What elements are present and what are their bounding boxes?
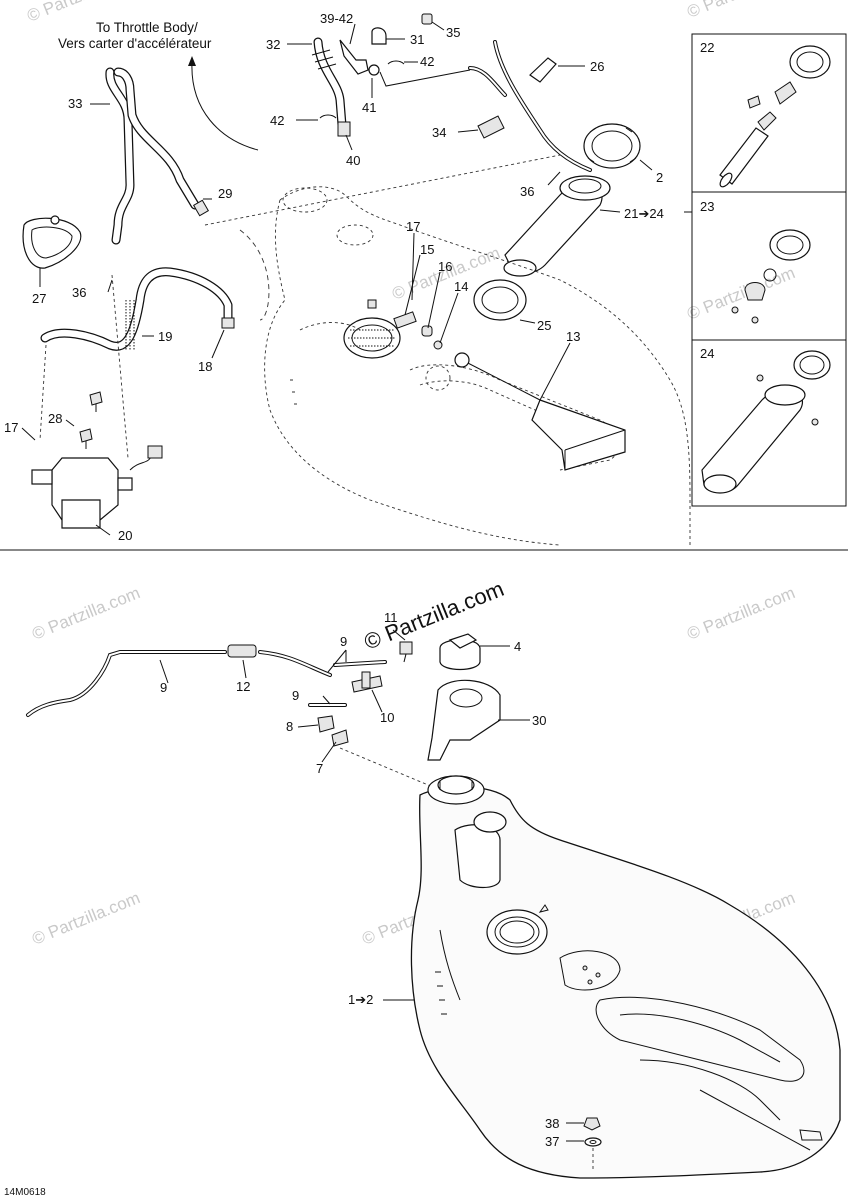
inset-23-filter-seal xyxy=(731,229,811,324)
assembly-line xyxy=(39,344,47,441)
assembly-line xyxy=(339,747,441,791)
part-20-solenoid xyxy=(31,445,163,529)
part-11-fitting xyxy=(399,641,413,663)
drawing-code: 14M0618 xyxy=(4,1187,46,1198)
callout-34: 34 xyxy=(432,125,446,140)
callout-42: 42 xyxy=(270,113,284,128)
part-27-bracket xyxy=(22,215,82,269)
callout-42: 42 xyxy=(420,54,434,69)
callout-15: 15 xyxy=(420,242,434,257)
part-35-cap xyxy=(421,13,433,25)
callout-32: 32 xyxy=(266,37,280,52)
watermark-text: © Partzilla.com xyxy=(684,263,797,324)
part-28-bolts xyxy=(79,391,103,449)
callout-30: 30 xyxy=(532,713,546,728)
callout-8: 8 xyxy=(286,719,293,734)
fuel-tank-main xyxy=(410,775,841,1179)
part-38-nut xyxy=(583,1117,601,1131)
callout-14: 14 xyxy=(454,279,468,294)
callout-17: 17 xyxy=(4,420,18,435)
callout-33: 33 xyxy=(68,96,82,111)
inset-24-pump-tube xyxy=(701,350,831,494)
part-25-seal xyxy=(473,279,527,321)
callout-9: 9 xyxy=(340,634,347,649)
watermark-text: © Partzilla.com xyxy=(684,583,797,644)
center-watermark: © Partzilla.com xyxy=(361,576,508,655)
arrow-head-icon xyxy=(188,56,196,66)
callout-21-24: 21➔24 xyxy=(624,206,664,221)
callout-28: 28 xyxy=(48,411,62,426)
callout-39-42: 39-42 xyxy=(320,11,353,26)
part-8-elbow xyxy=(317,715,335,733)
callout-22: 22 xyxy=(700,40,714,55)
callout-24: 24 xyxy=(700,346,714,361)
throttle-body-note: To Throttle Body/ Vers carter d'accéléra… xyxy=(58,20,259,151)
part-31-clamp xyxy=(371,27,387,45)
callout-26: 26 xyxy=(590,59,604,74)
callout-2: 2 xyxy=(656,170,663,185)
callout-17: 17 xyxy=(406,219,420,234)
callout-36: 36 xyxy=(72,285,86,300)
inset-22-fuel-pump xyxy=(719,45,831,188)
part-2-lock-ring xyxy=(583,123,641,169)
callout-7: 7 xyxy=(316,761,323,776)
hose-26 xyxy=(468,40,592,172)
part-30-cap-bracket xyxy=(427,679,501,761)
callout-41: 41 xyxy=(362,100,376,115)
callout-37: 37 xyxy=(545,1134,559,1149)
callout-38: 38 xyxy=(545,1116,559,1131)
callout-16: 16 xyxy=(438,259,452,274)
callout-31: 31 xyxy=(410,32,424,47)
callout-11: 11 xyxy=(384,610,398,625)
callout-36: 36 xyxy=(520,184,534,199)
throttle-note-line2: Vers carter d'accélérateur xyxy=(58,36,212,51)
part-42-clip xyxy=(319,60,405,119)
watermark-layer: © Partzilla.com © Partzilla.com © Partzi… xyxy=(24,0,797,949)
hose-9-long xyxy=(26,650,387,717)
callout-12: 12 xyxy=(236,679,250,694)
callout-27: 27 xyxy=(32,291,46,306)
callout-40: 40 xyxy=(346,153,360,168)
assembly-line xyxy=(204,154,561,226)
part-15-valve xyxy=(367,299,443,350)
callout-9: 9 xyxy=(160,680,167,695)
part-26-clip xyxy=(529,57,557,83)
callout-4: 4 xyxy=(514,639,521,654)
callout-1-2: 1➔2 xyxy=(348,992,373,1007)
callout-20: 20 xyxy=(118,528,132,543)
assembly-line xyxy=(239,229,270,321)
throttle-note-line1: To Throttle Body/ xyxy=(96,20,198,35)
callout-13: 13 xyxy=(566,329,580,344)
part-34-sleeve xyxy=(477,115,505,139)
hose-19 xyxy=(40,267,235,351)
fuel-pump-module xyxy=(503,175,611,277)
watermark-text: © Partzilla.com xyxy=(684,0,797,22)
part-12-check-valve xyxy=(227,644,257,658)
leader-lines xyxy=(21,21,692,1142)
callout-9: 9 xyxy=(292,688,299,703)
watermark-text: © Partzilla.com xyxy=(29,888,142,949)
callout-labels: 32 39-42 35 31 42 41 42 40 33 29 26 34 2… xyxy=(4,11,714,1198)
watermark-text: © Partzilla.com xyxy=(29,583,142,644)
callout-19: 19 xyxy=(158,329,172,344)
fuel-tank-ghost xyxy=(264,186,691,546)
part-10-tee-fitting xyxy=(351,671,383,693)
throttle-arrow xyxy=(191,61,259,151)
hose-32 xyxy=(311,37,380,137)
hose-33 xyxy=(105,67,210,245)
part-13-fuel-level-sender xyxy=(454,352,626,471)
inset-frame xyxy=(691,33,847,507)
part-37-washer xyxy=(584,1137,602,1147)
callout-18: 18 xyxy=(198,359,212,374)
part-4-fuel-cap xyxy=(439,633,481,671)
callout-23: 23 xyxy=(700,199,714,214)
callout-29: 29 xyxy=(218,186,232,201)
callout-35: 35 xyxy=(446,25,460,40)
hose-line xyxy=(379,69,471,87)
callout-25: 25 xyxy=(537,318,551,333)
callout-10: 10 xyxy=(380,710,394,725)
assembly-line xyxy=(111,274,129,459)
